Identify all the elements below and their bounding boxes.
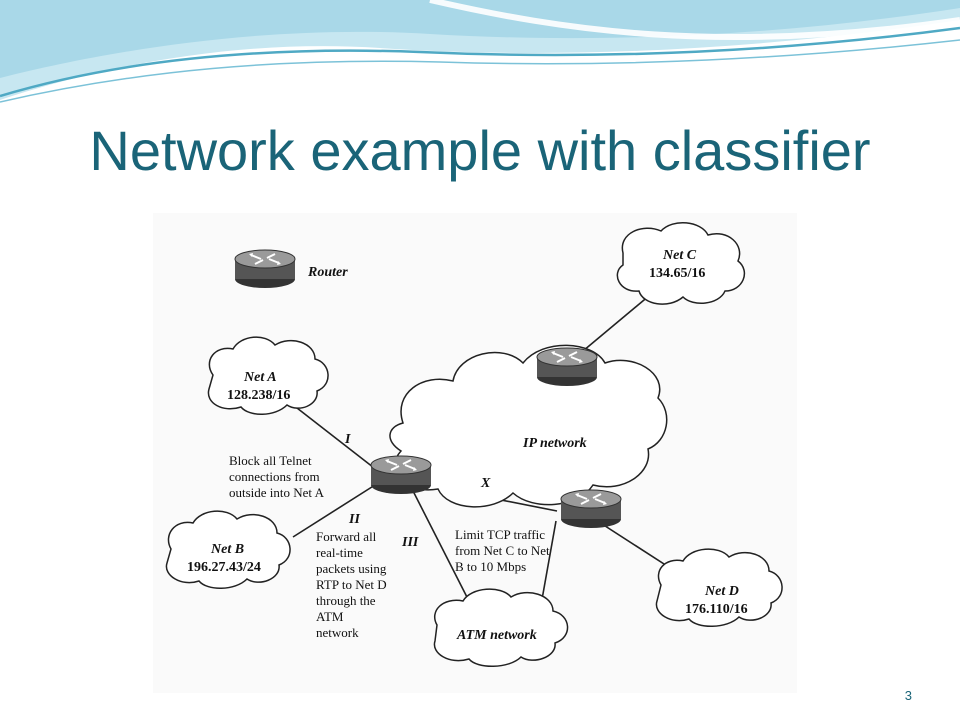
svg-text:B to 10 Mbps: B to 10 Mbps xyxy=(455,559,526,574)
marker-ii: II xyxy=(348,512,360,527)
net-b-cloud xyxy=(165,510,291,589)
net-b-name: Net B xyxy=(210,542,244,557)
network-diagram: Router Net C 134.65/16 Net A 128.238/16 … xyxy=(165,222,783,667)
net-b-prefix: 196.27.43/24 xyxy=(187,560,261,575)
router-icon-atm xyxy=(560,489,622,529)
net-d-name: Net D xyxy=(704,584,739,599)
atm-network-label: ATM network xyxy=(456,628,537,643)
svg-text:from Net C to Net: from Net C to Net xyxy=(455,543,550,558)
net-a-prefix: 128.238/16 xyxy=(227,388,290,403)
net-c-name: Net C xyxy=(662,248,697,263)
net-d-cloud xyxy=(655,548,783,627)
router-icon-main xyxy=(370,455,432,495)
svg-text:connections from: connections from xyxy=(229,469,320,484)
svg-text:through the: through the xyxy=(316,593,376,608)
header-wave-decoration xyxy=(0,0,960,103)
svg-text:packets using: packets using xyxy=(316,561,387,576)
svg-text:Block all Telnet: Block all Telnet xyxy=(229,453,312,468)
marker-x: X xyxy=(480,476,491,491)
rule-iii-text: Limit TCP traffic from Net C to Net B to… xyxy=(455,527,550,574)
net-a-cloud xyxy=(207,336,329,415)
rule-i-text: Block all Telnet connections from outsid… xyxy=(229,453,325,500)
marker-iii: III xyxy=(401,535,419,550)
svg-text:RTP to Net D: RTP to Net D xyxy=(316,577,387,592)
svg-text:outside into Net A: outside into Net A xyxy=(229,485,325,500)
rule-ii-text: Forward all real-time packets using RTP … xyxy=(316,529,387,640)
net-c-prefix: 134.65/16 xyxy=(649,266,705,281)
slide-title: Network example with classifier xyxy=(89,119,871,182)
diagram-panel: Router Net C 134.65/16 Net A 128.238/16 … xyxy=(153,213,797,693)
router-legend-icon xyxy=(234,249,296,289)
net-a-name: Net A xyxy=(243,370,277,385)
svg-text:Limit TCP traffic: Limit TCP traffic xyxy=(455,527,545,542)
svg-text:network: network xyxy=(316,625,359,640)
svg-text:ATM: ATM xyxy=(316,609,344,624)
net-d-prefix: 176.110/16 xyxy=(685,602,748,617)
marker-i: I xyxy=(344,432,351,447)
router-icon-net-c xyxy=(536,347,598,387)
net-c-cloud xyxy=(616,222,746,305)
atm-network-cloud xyxy=(433,588,569,667)
svg-text:real-time: real-time xyxy=(316,545,363,560)
ip-network-cloud xyxy=(389,344,668,508)
slide-number: 3 xyxy=(904,688,912,703)
ip-network-label: IP network xyxy=(522,436,587,451)
router-legend-label: Router xyxy=(307,265,348,280)
svg-text:Forward all: Forward all xyxy=(316,529,377,544)
